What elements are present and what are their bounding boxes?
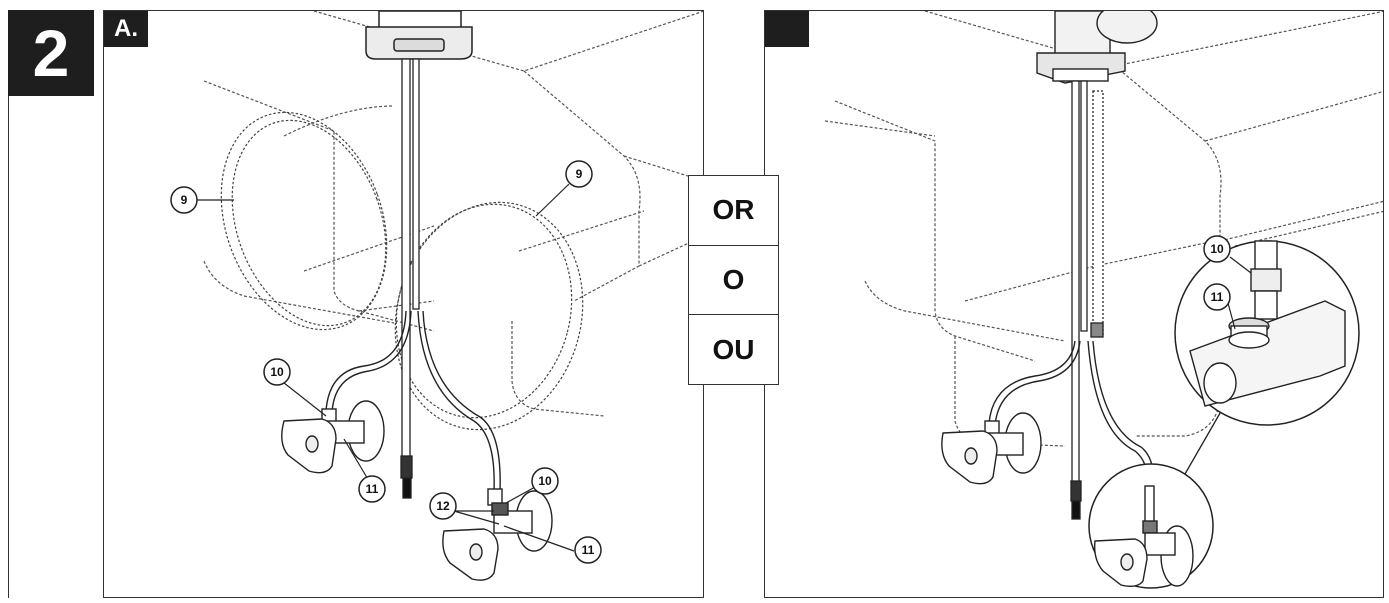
left-hose-coil	[220, 111, 388, 331]
or-label-en: OR	[689, 176, 778, 246]
callout-9-left	[170, 186, 198, 214]
callout-10-right-label: 10	[538, 474, 552, 488]
panel-a: 9 9 10 11 10 12 11 A.	[103, 10, 704, 598]
callout-11-right	[574, 536, 602, 564]
callout-10-detail	[1203, 235, 1231, 263]
panel-a-illustration: 9 9 10 11 10 12 11	[170, 11, 703, 581]
callout-11-left	[358, 475, 386, 503]
right-supply-hose	[417, 310, 495, 492]
callout-10-detail-label: 10	[1210, 242, 1224, 256]
callout-9-right	[565, 160, 593, 188]
callout-12-label: 12	[436, 499, 450, 513]
or-label-es: O	[689, 246, 778, 316]
sink-rim	[203, 80, 435, 332]
alternative-separator: OR O OU	[688, 175, 779, 385]
callout-11-detail	[1203, 283, 1231, 311]
left-supply-hose	[325, 310, 407, 412]
detail-connector-nut	[1250, 268, 1282, 292]
panel-b: 10 11	[764, 10, 1384, 598]
panel-b-label	[765, 11, 809, 47]
panel-a-label: A.	[104, 11, 148, 47]
step-divider	[8, 96, 9, 598]
panel-b-illustration: 10 11	[824, 11, 1383, 589]
callout-11-detail-label: 11	[1211, 290, 1224, 304]
callout-10-left-label: 10	[270, 365, 284, 379]
callout-9-right-label: 9	[576, 167, 583, 181]
or-label-fr: OU	[712, 333, 755, 365]
callout-10-left	[263, 358, 291, 386]
callout-11-right-label: 11	[582, 543, 595, 557]
callout-9-left-label: 9	[181, 193, 188, 207]
callout-12	[429, 492, 457, 520]
callout-10-right	[531, 467, 559, 495]
step-number-badge: 2	[8, 10, 94, 96]
callout-11-left-label: 11	[366, 482, 379, 496]
mounting-shank	[401, 58, 411, 470]
mounting-shank	[1071, 80, 1080, 492]
